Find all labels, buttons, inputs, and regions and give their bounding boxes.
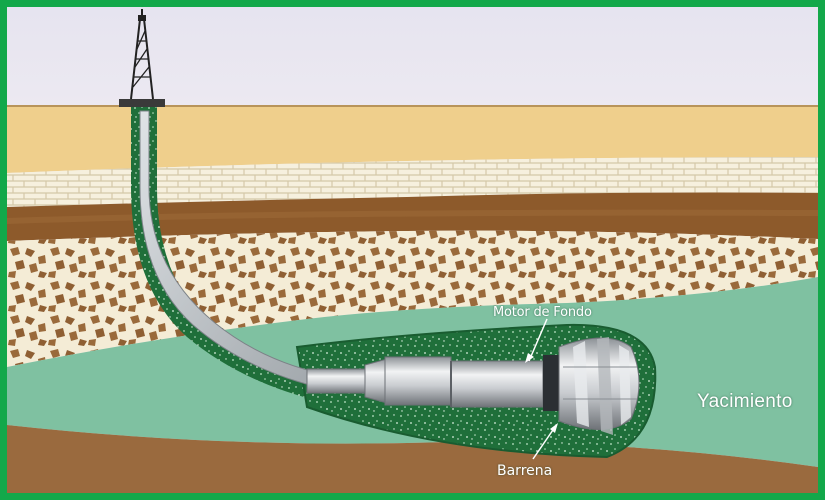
reservoir-label: Yacimiento [697,391,793,413]
sky [7,7,818,107]
bit-label: Barrena [497,463,552,479]
motor-label: Motor de Fondo [493,305,592,320]
drill-bit [559,337,639,435]
directional-drilling-diagram [7,7,818,493]
